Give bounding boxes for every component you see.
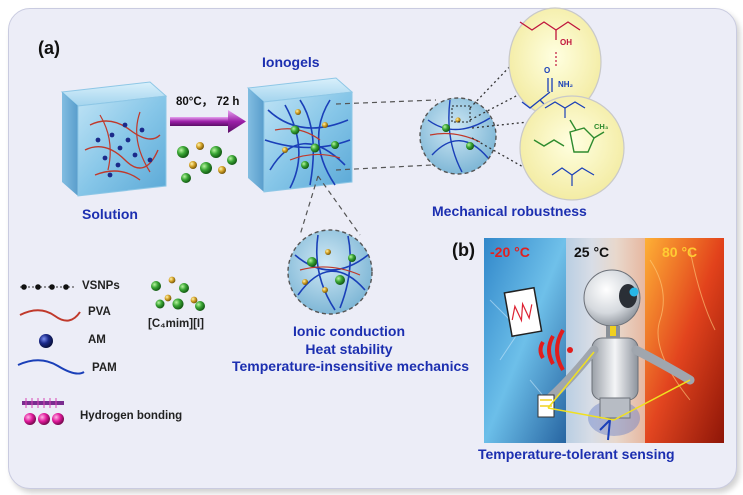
projection-lines bbox=[299, 99, 437, 236]
sensing-illustration bbox=[484, 238, 724, 443]
wifi-signal-icon bbox=[538, 328, 565, 372]
mechanical-zoom-circle bbox=[419, 97, 497, 175]
ionic-liquid-legend-cluster bbox=[151, 276, 205, 311]
legend-label-am: AM bbox=[88, 334, 106, 346]
chem-circle-ionic-liquid bbox=[519, 95, 625, 201]
panel-a-label: (a) bbox=[38, 38, 60, 58]
chem-circle-pva-pam bbox=[508, 7, 602, 122]
callout-lines bbox=[469, 57, 533, 173]
ionic-liquid-cluster bbox=[177, 142, 237, 183]
property-ionic-conduction: Ionic conduction bbox=[293, 323, 405, 339]
temp-cold-label: -20 °C bbox=[490, 244, 530, 260]
robot-figure bbox=[537, 269, 695, 441]
chem-label-nh2: NH₂ bbox=[558, 80, 574, 89]
legend-label-ionic-liquid: [C₄mim][I] bbox=[148, 318, 204, 330]
reaction-arrow bbox=[170, 110, 246, 133]
sensing-caption: Temperature-tolerant sensing bbox=[478, 446, 675, 462]
chem-label-o: O bbox=[544, 66, 551, 75]
chem-label-oh: OH bbox=[560, 38, 572, 47]
sensor-signal-card bbox=[503, 286, 543, 338]
am-sphere-icon bbox=[39, 334, 53, 348]
temp-hot-label: 80 °C bbox=[662, 244, 698, 260]
chem-label-ch3: CH₃ bbox=[594, 122, 609, 131]
temp-room-label: 25 °C bbox=[574, 244, 610, 260]
reaction-condition: 80°C， 72 h bbox=[176, 96, 240, 108]
pam-curve-icon bbox=[17, 359, 85, 375]
legend-label-pva: PVA bbox=[88, 306, 111, 318]
solution-title: Solution bbox=[82, 206, 138, 222]
panel-b-label: (b) bbox=[452, 240, 475, 260]
legend-label-pam: PAM bbox=[92, 362, 117, 374]
vsnp-chain-icon bbox=[20, 284, 74, 290]
conduction-zoom-circle bbox=[287, 229, 373, 315]
ionogels-title: Ionogels bbox=[262, 54, 320, 70]
ionogel-cube bbox=[246, 77, 354, 193]
legend-graphics bbox=[17, 276, 205, 425]
legend-label-hydrogen-bonding: Hydrogen bonding bbox=[80, 410, 183, 422]
pva-curve-icon bbox=[19, 309, 81, 322]
hydrogen-bond-icon bbox=[22, 398, 64, 425]
mechanical-robustness-title: Mechanical robustness bbox=[432, 203, 587, 219]
solution-cube bbox=[60, 81, 168, 197]
property-temperature-insensitive: Temperature-insensitive mechanics bbox=[232, 358, 470, 374]
legend-label-vsnps: VSNPs bbox=[82, 280, 120, 292]
property-heat-stability: Heat stability bbox=[305, 341, 393, 357]
